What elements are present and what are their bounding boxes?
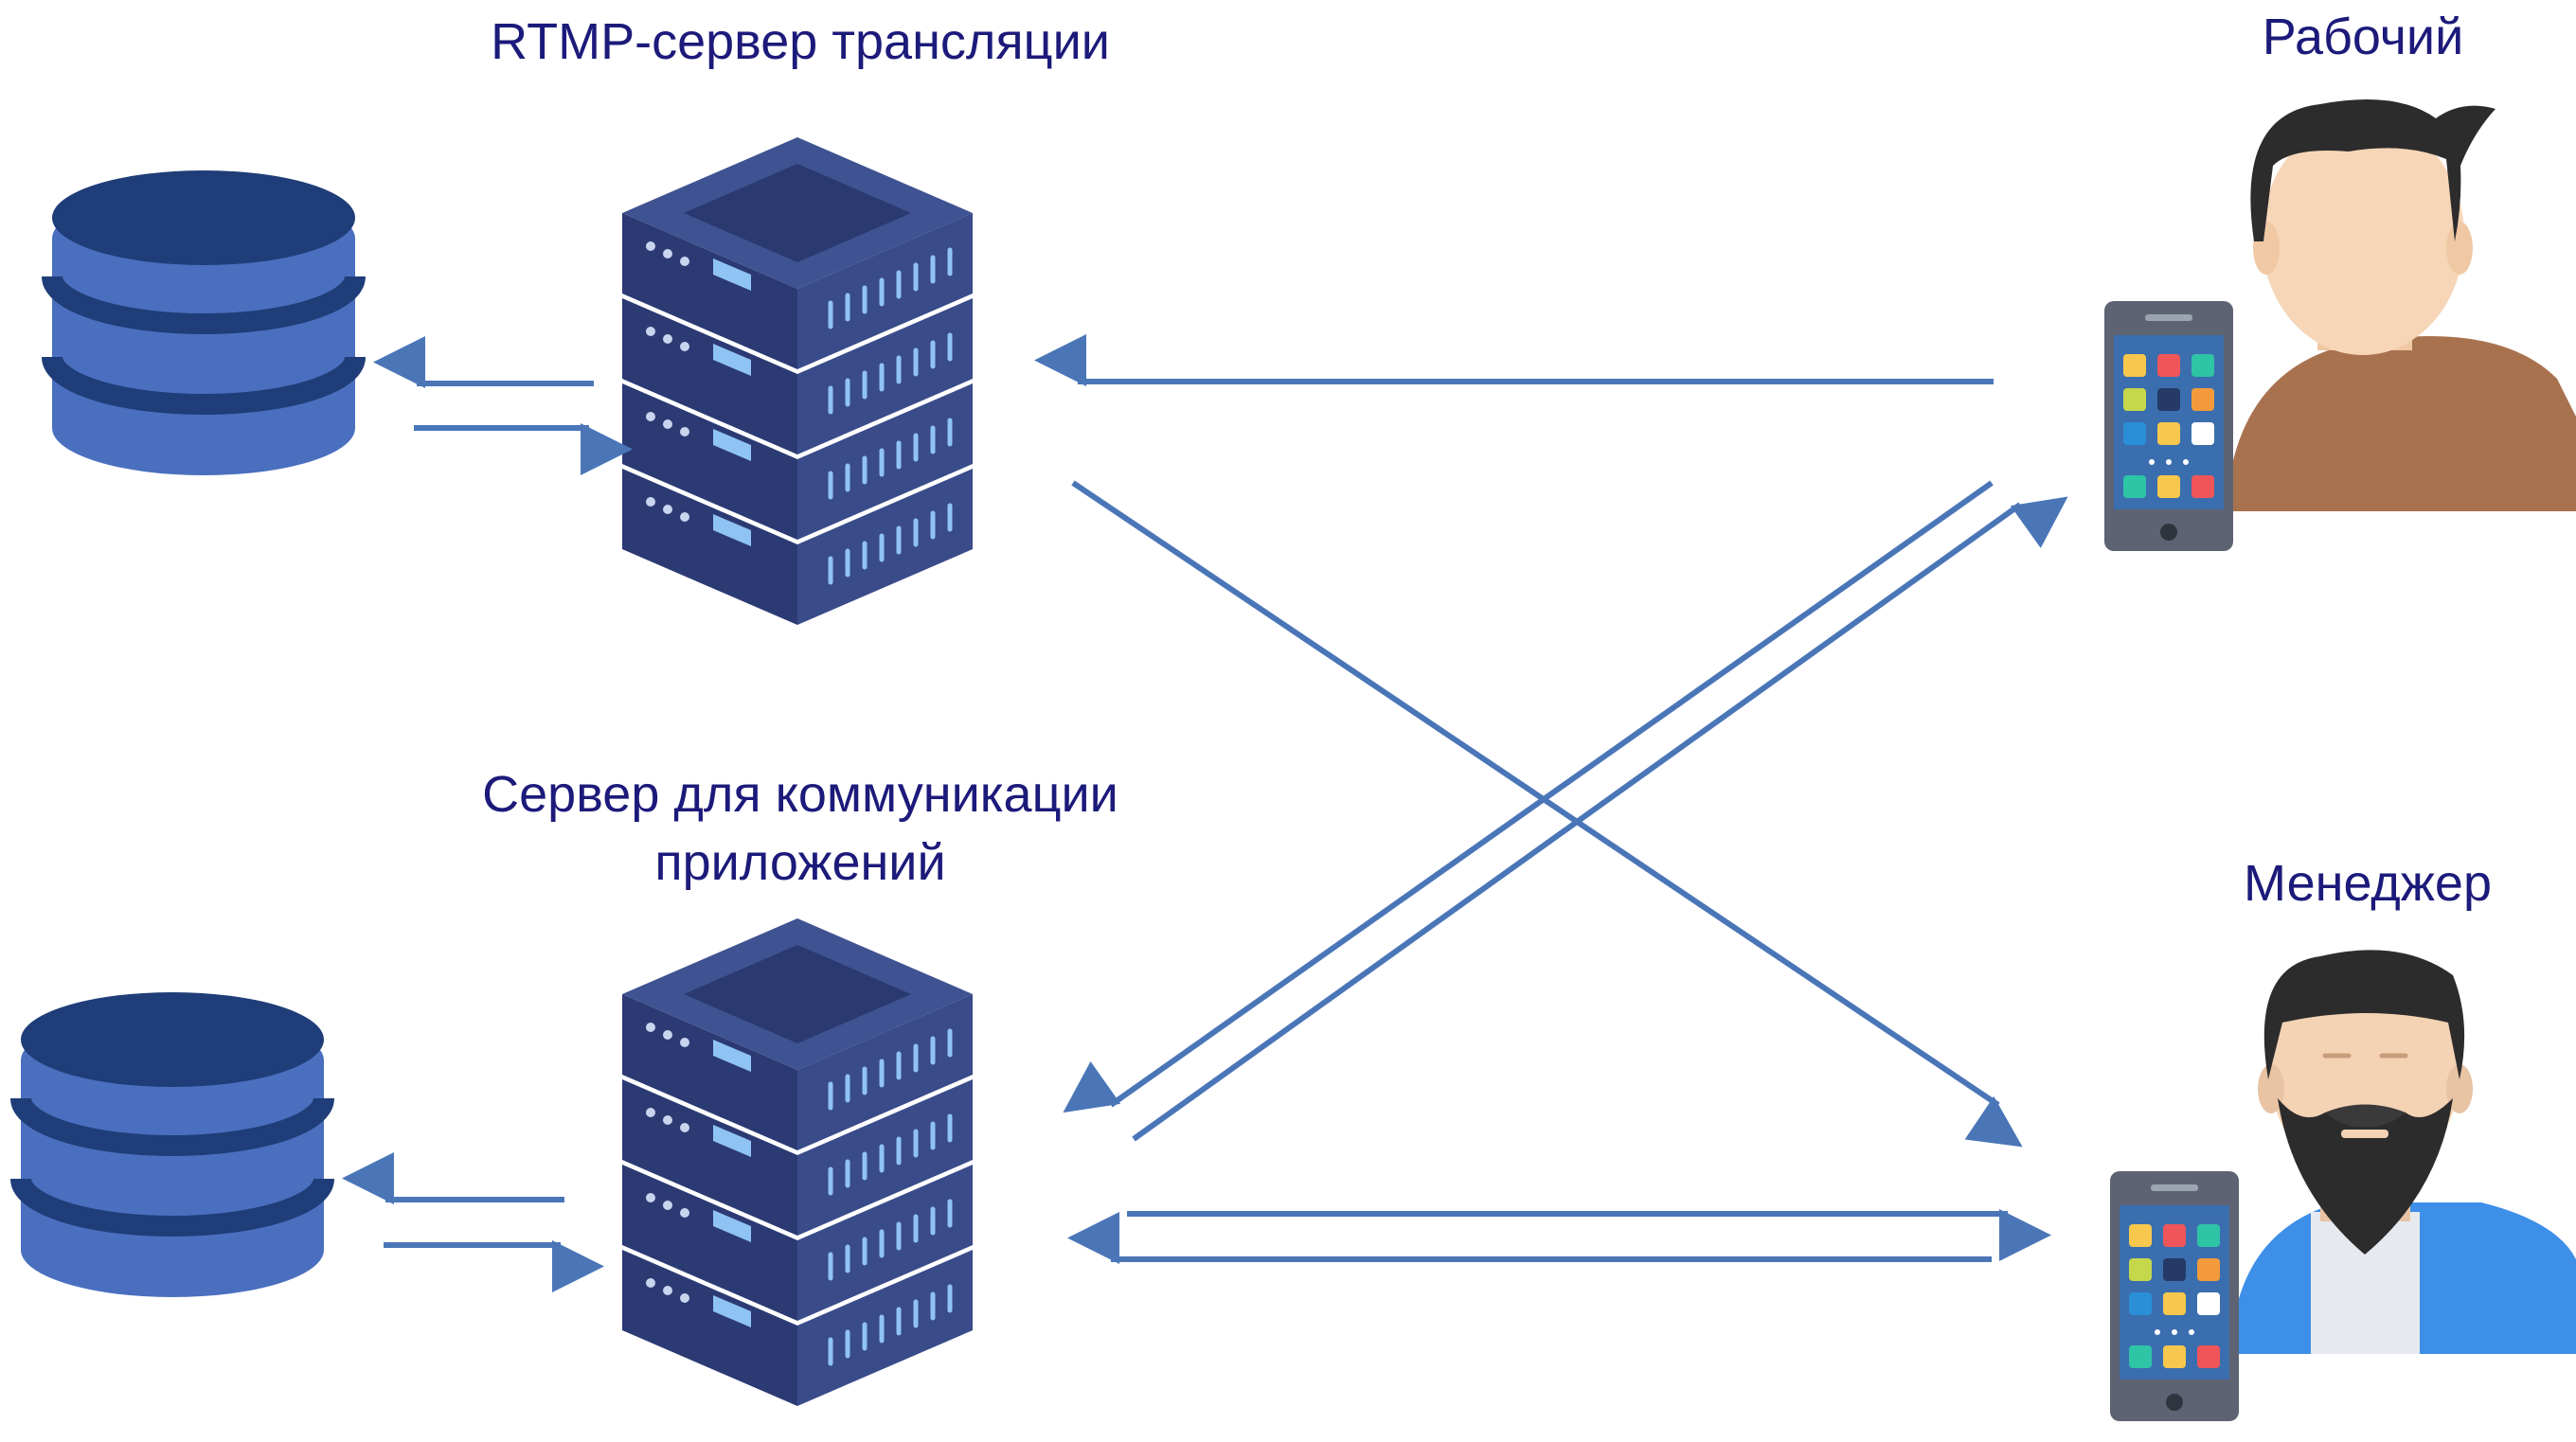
worker-avatar-icon <box>2226 99 2576 511</box>
rtmp-server-label: RTMP-сервер трансляции <box>491 13 1110 70</box>
arrow-app-to-worker <box>1132 496 2068 1142</box>
arrow-worker-to-app <box>1063 480 1994 1113</box>
database-icon-top <box>52 170 355 475</box>
manager-smartphone-icon <box>2110 1171 2239 1421</box>
arrow-rtmp-to-manager <box>1071 480 2023 1148</box>
manager-label: Менеджер <box>2244 855 2492 912</box>
app-server-label-line2: приложений <box>654 834 946 891</box>
worker-smartphone-icon <box>2104 301 2233 551</box>
manager-avatar-icon <box>2230 950 2576 1354</box>
app-server-label-line1: Сервер для коммуникации <box>482 766 1118 823</box>
worker-label: Рабочий <box>2262 9 2464 65</box>
database-icon-bottom <box>21 992 324 1297</box>
rtmp-server-icon <box>622 137 973 625</box>
app-server-icon <box>622 918 973 1406</box>
